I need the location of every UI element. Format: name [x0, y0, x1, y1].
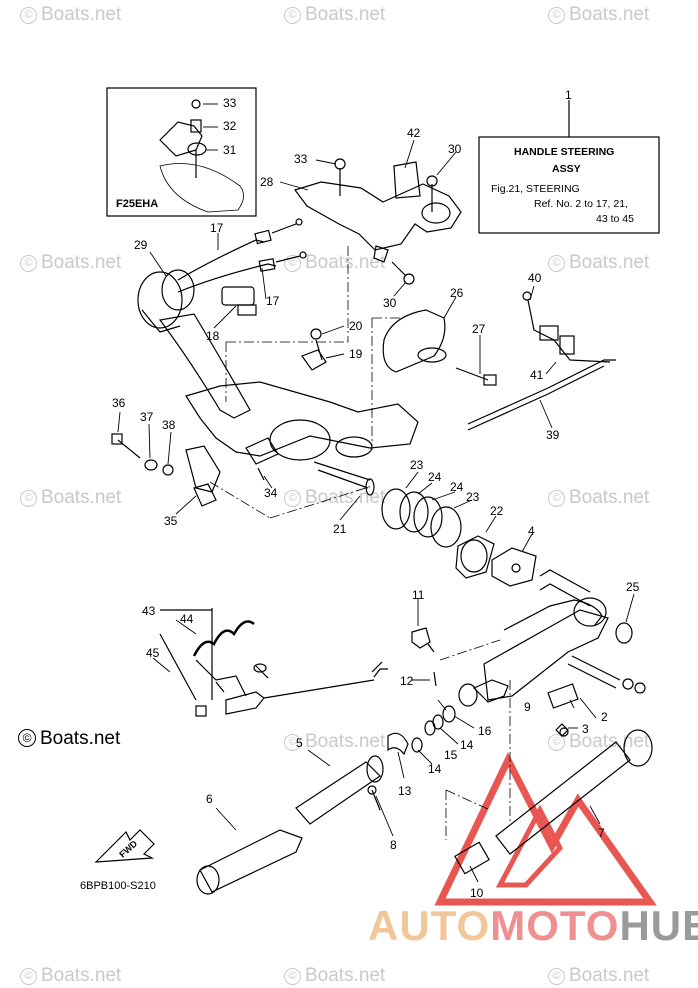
- callout-13: 13: [398, 784, 412, 798]
- callout-41: 41: [530, 368, 544, 382]
- callout-28: 28: [260, 175, 274, 189]
- automotohub-logo: [434, 752, 657, 906]
- callout-30: 30: [448, 142, 462, 156]
- watermark: ©Boats.net: [548, 731, 649, 753]
- callout-18: 18: [206, 329, 220, 343]
- callout-16: 16: [478, 724, 492, 738]
- callout-23: 23: [410, 458, 424, 472]
- callout-29: 29: [134, 238, 148, 252]
- callout-22: 22: [490, 504, 504, 518]
- callout-32: 32: [223, 119, 237, 133]
- watermark: ©Boats.net: [548, 487, 649, 509]
- copyright-icon: ©: [20, 7, 37, 24]
- callout-17: 17: [210, 221, 224, 235]
- copyright-icon: ©: [284, 968, 301, 985]
- callout-21: 21: [333, 522, 347, 536]
- brand-part-moto: MOTO: [490, 902, 620, 949]
- callout-33: 33: [223, 96, 237, 110]
- copyright-icon: ©: [18, 729, 36, 747]
- callout-12: 12: [400, 674, 414, 688]
- watermark: ©Boats.net: [20, 252, 121, 274]
- callout-40: 40: [528, 271, 542, 285]
- copyright-icon: ©: [284, 490, 301, 507]
- callout-6: 6: [206, 792, 213, 806]
- copyright-icon: ©: [284, 734, 301, 751]
- callout-35: 35: [164, 514, 178, 528]
- watermark: ©Boats.net: [20, 4, 121, 26]
- inset-frame: [106, 87, 257, 217]
- callout-26: 26: [450, 286, 464, 300]
- info-box-line2: Ref. No. 2 to 17, 21,: [534, 198, 628, 210]
- copyright-icon: ©: [548, 734, 565, 751]
- watermark: ©Boats.net: [284, 4, 385, 26]
- callout-24: 24: [428, 470, 442, 484]
- callout-7: 7: [598, 826, 605, 840]
- copyright-icon: ©: [548, 968, 565, 985]
- callout-38: 38: [162, 418, 176, 432]
- copyright-icon: ©: [284, 255, 301, 272]
- copyright-icon: ©: [20, 490, 37, 507]
- watermark: ©Boats.net: [20, 965, 121, 987]
- callout-25: 25: [626, 580, 640, 594]
- copyright-icon: ©: [20, 255, 37, 272]
- callout-9: 9: [524, 700, 531, 714]
- callout-37: 37: [140, 410, 154, 424]
- callout-17b: 17: [266, 294, 280, 308]
- callout-39: 39: [546, 428, 560, 442]
- info-box-title: HANDLE STEERING: [514, 146, 615, 158]
- copyright-icon: ©: [548, 255, 565, 272]
- callout-20: 20: [349, 319, 363, 333]
- copyright-notice: ©Boats.net: [18, 728, 120, 750]
- info-box-line1: Fig.21, STEERING: [491, 183, 580, 195]
- callout-33b: 33: [294, 152, 308, 166]
- callout-11: 11: [412, 588, 425, 602]
- part-18: [221, 286, 255, 306]
- callout-5: 5: [296, 736, 303, 750]
- callout-31: 31: [223, 143, 237, 157]
- callout-24b: 24: [450, 480, 464, 494]
- callout-42: 42: [407, 126, 421, 140]
- callout-44: 44: [180, 612, 194, 626]
- inset-model-label: F25EHA: [116, 198, 159, 210]
- watermark: ©Boats.net: [284, 965, 385, 987]
- callout-43: 43: [142, 604, 156, 618]
- callout-34: 34: [264, 486, 278, 500]
- watermark: ©Boats.net: [284, 731, 385, 753]
- callout-30b: 30: [383, 296, 397, 310]
- watermark: ©Boats.net: [20, 487, 121, 509]
- copyright-icon: ©: [548, 7, 565, 24]
- callout-45: 45: [146, 646, 160, 660]
- brand-part-auto: AUTO: [368, 902, 491, 949]
- watermark: ©Boats.net: [548, 4, 649, 26]
- callout-14b: 14: [428, 762, 442, 776]
- info-box-subtitle: ASSY: [552, 163, 581, 175]
- callout-2: 2: [601, 710, 608, 724]
- watermark: ©Boats.net: [548, 252, 649, 274]
- brand-part-hub: HUB: [619, 902, 698, 949]
- callout-19: 19: [349, 347, 363, 361]
- watermark: ©Boats.net: [284, 487, 385, 509]
- automotohub-brand: AUTOMOTOHUB: [368, 902, 698, 950]
- copyright-icon: ©: [548, 490, 565, 507]
- callout-14: 14: [460, 738, 474, 752]
- callout-23b: 23: [466, 490, 480, 504]
- info-box-line3: 43 to 45: [596, 213, 634, 225]
- callout-10: 10: [470, 886, 484, 900]
- watermark: ©Boats.net: [284, 252, 385, 274]
- callout-36: 36: [112, 396, 126, 410]
- callout-4: 4: [528, 524, 535, 538]
- copyright-icon: ©: [284, 7, 301, 24]
- callout-8: 8: [390, 838, 397, 852]
- callout-3: 3: [582, 722, 589, 736]
- diagram-code: 6BPB100-S210: [80, 880, 156, 892]
- callout-1: 1: [565, 88, 572, 102]
- callout-27: 27: [472, 322, 486, 336]
- copyright-icon: ©: [20, 968, 37, 985]
- callout-15: 15: [444, 748, 458, 762]
- watermark: ©Boats.net: [548, 965, 649, 987]
